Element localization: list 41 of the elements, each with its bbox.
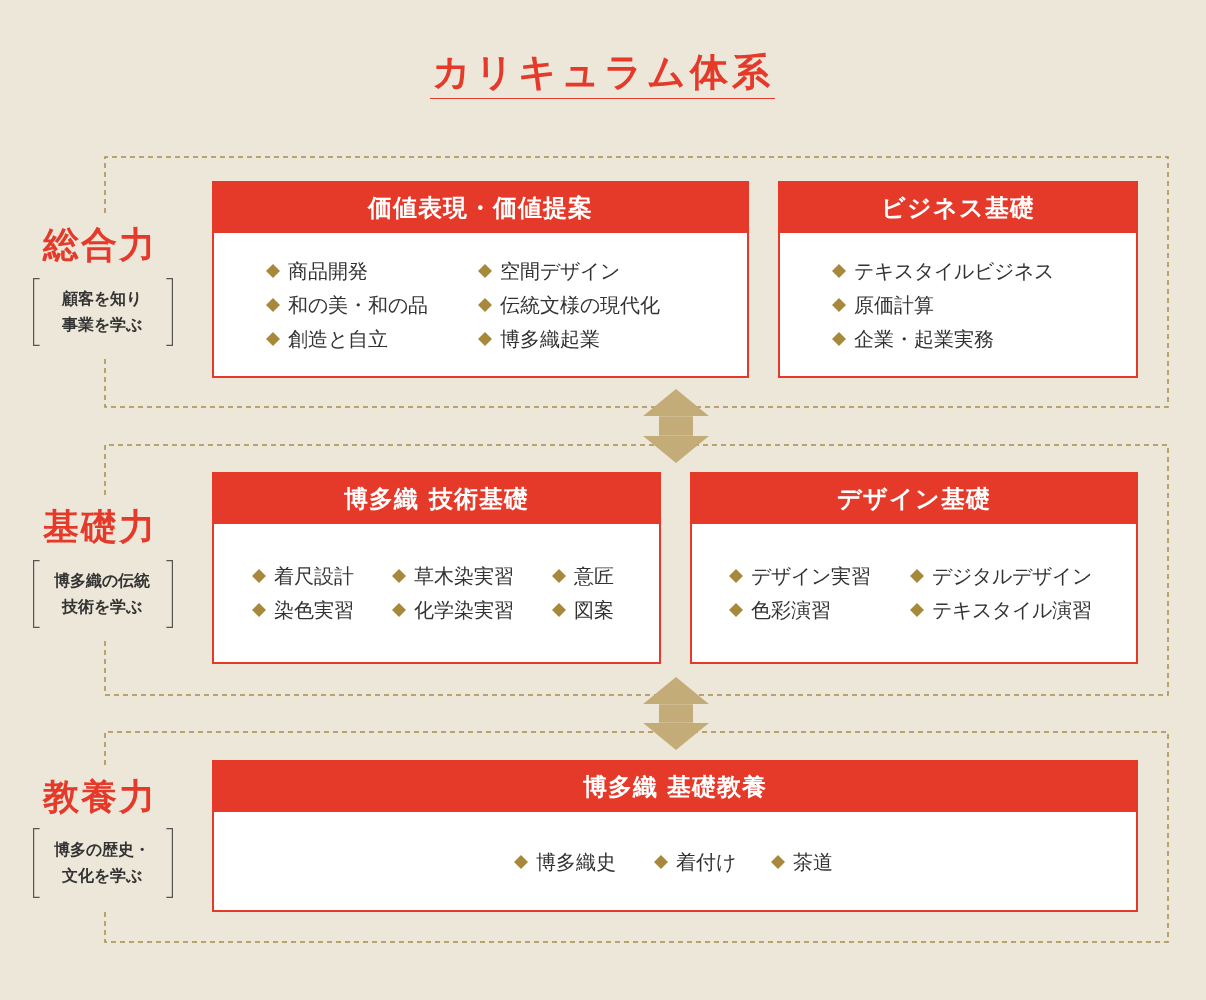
course-heading: デザイン基礎	[692, 474, 1136, 524]
course-item: 商品開発	[288, 259, 368, 283]
course-item: 着尺設計	[274, 564, 354, 588]
course-item: 化学染実習	[414, 598, 514, 622]
course-box	[690, 472, 1138, 664]
course-item: 染色実習	[274, 598, 354, 622]
course-item: 博多織史	[536, 850, 616, 874]
course-item: 原価計算	[854, 293, 934, 317]
course-heading: 価値表現・価値提案	[214, 183, 747, 233]
tier-label: 教養力	[41, 775, 158, 819]
course-item: 和の美・和の品	[288, 293, 428, 317]
double-arrow	[642, 389, 710, 463]
course-item: 意匠	[574, 564, 614, 588]
course-item: テキスタイル演習	[932, 598, 1092, 622]
course-heading: 博多織 基礎教養	[214, 762, 1136, 812]
course-item: 着付け	[676, 850, 736, 874]
tier-description: 博多の歴史・文化を学ぶ	[53, 839, 151, 887]
tier-description: 博多織の伝統技術を学ぶ	[53, 570, 151, 618]
double-arrow	[642, 677, 710, 750]
tier-label: 基礎力	[42, 505, 158, 549]
course-box	[212, 181, 749, 378]
course-box	[212, 760, 1138, 912]
course-heading: ビジネス基礎	[780, 183, 1136, 233]
course-box	[778, 181, 1138, 378]
course-item: 図案	[574, 598, 614, 622]
course-item: 空間デザイン	[500, 259, 620, 283]
course-item: 伝統文様の現代化	[500, 293, 660, 317]
course-item: 草木染実習	[414, 564, 514, 588]
course-item: 創造と自立	[288, 327, 388, 351]
course-item: テキスタイルビジネス	[854, 259, 1054, 283]
course-item: 色彩演習	[751, 598, 831, 622]
course-item: 茶道	[793, 850, 833, 874]
tier-description: 顧客を知り事業を学ぶ	[60, 288, 143, 336]
course-item: 博多織起業	[500, 327, 600, 351]
tier-label: 総合力	[41, 223, 158, 267]
course-box	[212, 472, 661, 664]
course-heading: 博多織 技術基礎	[214, 474, 659, 524]
course-item: デザイン実習	[751, 564, 871, 588]
diagram-title: カリキュラム体系	[430, 46, 775, 99]
course-item: デジタルデザイン	[932, 564, 1092, 588]
course-item: 企業・起業実務	[854, 327, 994, 351]
